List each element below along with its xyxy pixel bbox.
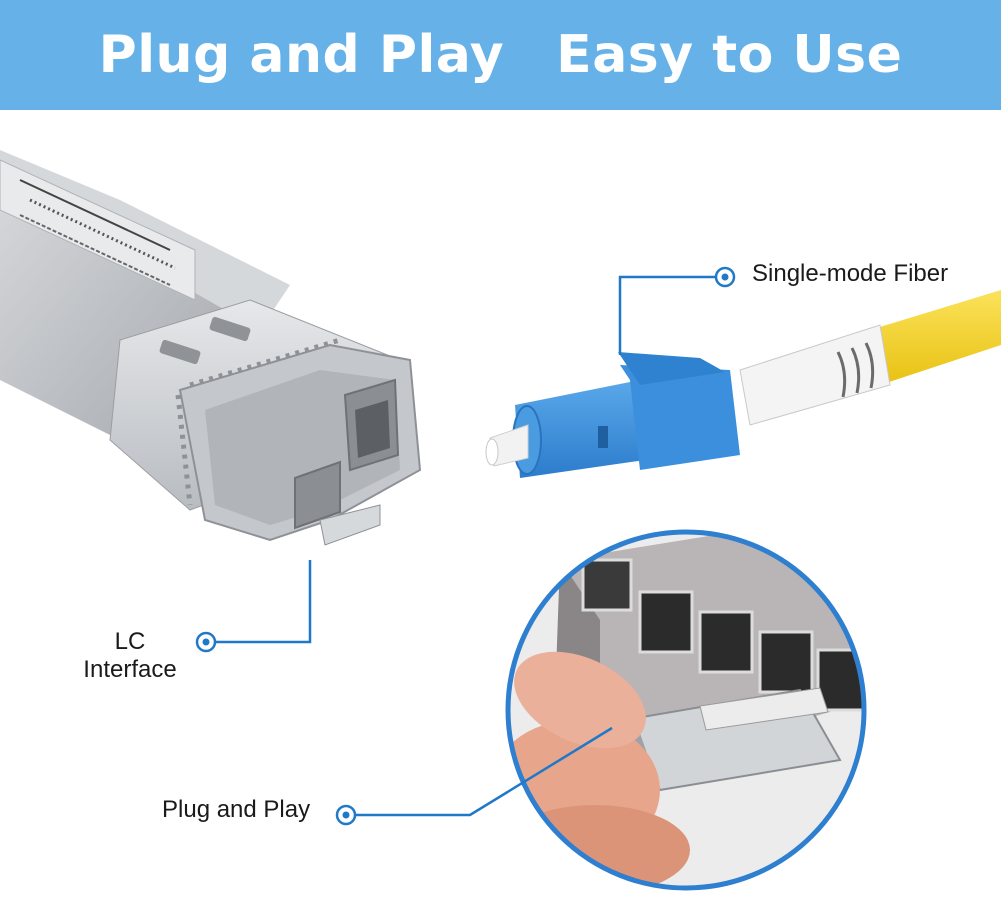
sfp-module — [0, 150, 422, 546]
banner-title-left: Plug and Play — [98, 25, 505, 85]
lc-interface-label: LC Interface — [70, 628, 190, 684]
plug-in-inset — [505, 529, 867, 891]
module-vent-ridges — [175, 337, 341, 506]
lc-interface-label-line2: Interface — [83, 656, 177, 683]
lc-connector — [485, 352, 740, 478]
lc-interface-label-line1: LC — [114, 628, 146, 655]
callout-lines — [216, 275, 716, 817]
module-barcode-label — [19, 179, 176, 286]
title-banner: Plug and Play Easy to Use — [0, 0, 1001, 110]
fiber-cable — [739, 290, 1001, 426]
callout-dots — [195, 266, 736, 826]
plug-and-play-label: Plug and Play — [162, 796, 311, 823]
single-mode-fiber-label: Single-mode Fiber — [752, 260, 949, 287]
lc-port-openings — [294, 378, 400, 530]
switch-ports — [581, 558, 864, 712]
banner-title-right: Easy to Use — [556, 25, 903, 85]
